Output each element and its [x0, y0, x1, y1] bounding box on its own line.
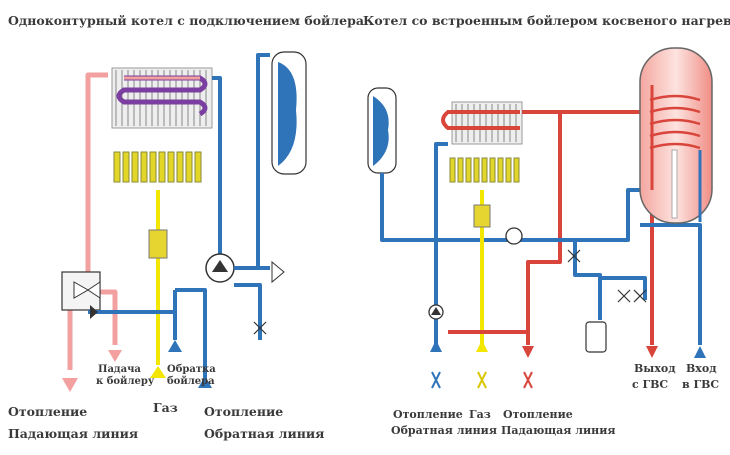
right-boiler-schematic	[367, 47, 713, 389]
left-burner	[113, 151, 202, 183]
right-storage-tank	[639, 47, 713, 224]
right-label-dhw-in-2: в ГВС	[682, 378, 719, 391]
left-label-supply-boiler-1: Падача	[98, 364, 141, 375]
right-dhw-in-pipe	[640, 223, 702, 345]
left-boiler-supply-pipe	[85, 72, 108, 285]
left-label-heating-supply-1: Отопление	[8, 404, 87, 419]
right-dhw-expansion-vessel	[585, 321, 607, 353]
left-boiler-return-arrow	[168, 340, 182, 352]
left-heating-supply-arrow	[62, 378, 78, 392]
right-label-gas: Газ	[469, 408, 491, 421]
left-diagram-title: Одноконтурный котел с подключением бойле…	[8, 13, 364, 28]
right-heating-supply-arrow	[522, 346, 534, 358]
right-dhw-out-arrow	[646, 346, 658, 358]
left-expansion-pipe	[234, 53, 270, 270]
left-label-heating-return-2: Обратная линия	[204, 426, 324, 441]
right-heating-return-pipe	[434, 142, 448, 345]
left-label-heating-supply-2: Падающая линия	[8, 426, 138, 441]
right-gas-arrow	[476, 340, 488, 352]
left-gas-arrow	[150, 366, 166, 378]
right-gas-valve	[473, 204, 491, 228]
right-expansion-pipe	[380, 173, 500, 242]
right-burner	[449, 157, 520, 183]
right-label-heating-supply-1: Отопление	[503, 408, 573, 421]
left-label-heating-return-1: Отопление	[204, 404, 283, 419]
left-label-return-boiler-1: Обратка	[167, 364, 216, 375]
right-heat-exchanger	[441, 101, 523, 145]
right-diagram-title: Котел со встроенным бойлером косвеного н…	[363, 13, 730, 28]
left-label-gas: Газ	[153, 400, 178, 415]
right-label-dhw-in-1: Вход	[686, 362, 717, 375]
right-tank-coil-return	[575, 188, 640, 242]
left-boiler-supply-arrow	[108, 350, 122, 362]
left-label-return-boiler-2: бойлера	[167, 376, 215, 387]
left-drain-pipe	[234, 283, 262, 340]
right-cold-feed-pipe	[600, 276, 647, 300]
right-heating-supply-pipe	[526, 112, 562, 345]
right-label-heating-return-1: Отопление	[393, 408, 463, 421]
right-label-heating-supply-2: Падающая линия	[501, 424, 616, 437]
left-heat-exchanger	[111, 67, 213, 129]
left-heating-return-pipe	[175, 288, 207, 380]
left-hx-return-pipe	[212, 76, 222, 262]
right-tank-return-pipe	[500, 238, 602, 295]
left-heating-return-arrow	[198, 376, 212, 388]
right-label-heating-return-2: Обратная линия	[391, 424, 497, 437]
left-label-supply-boiler-2: к бойлеру	[96, 376, 155, 387]
left-boiler-schematic	[61, 51, 307, 392]
right-dhw-in-arrow	[694, 346, 706, 358]
right-label-dhw-out-2: с ГВС	[632, 378, 668, 391]
left-gas-valve	[148, 229, 168, 259]
right-label-dhw-out-1: Выход	[634, 362, 676, 375]
right-pump-main	[505, 227, 523, 245]
right-heating-return-arrow	[430, 340, 442, 352]
